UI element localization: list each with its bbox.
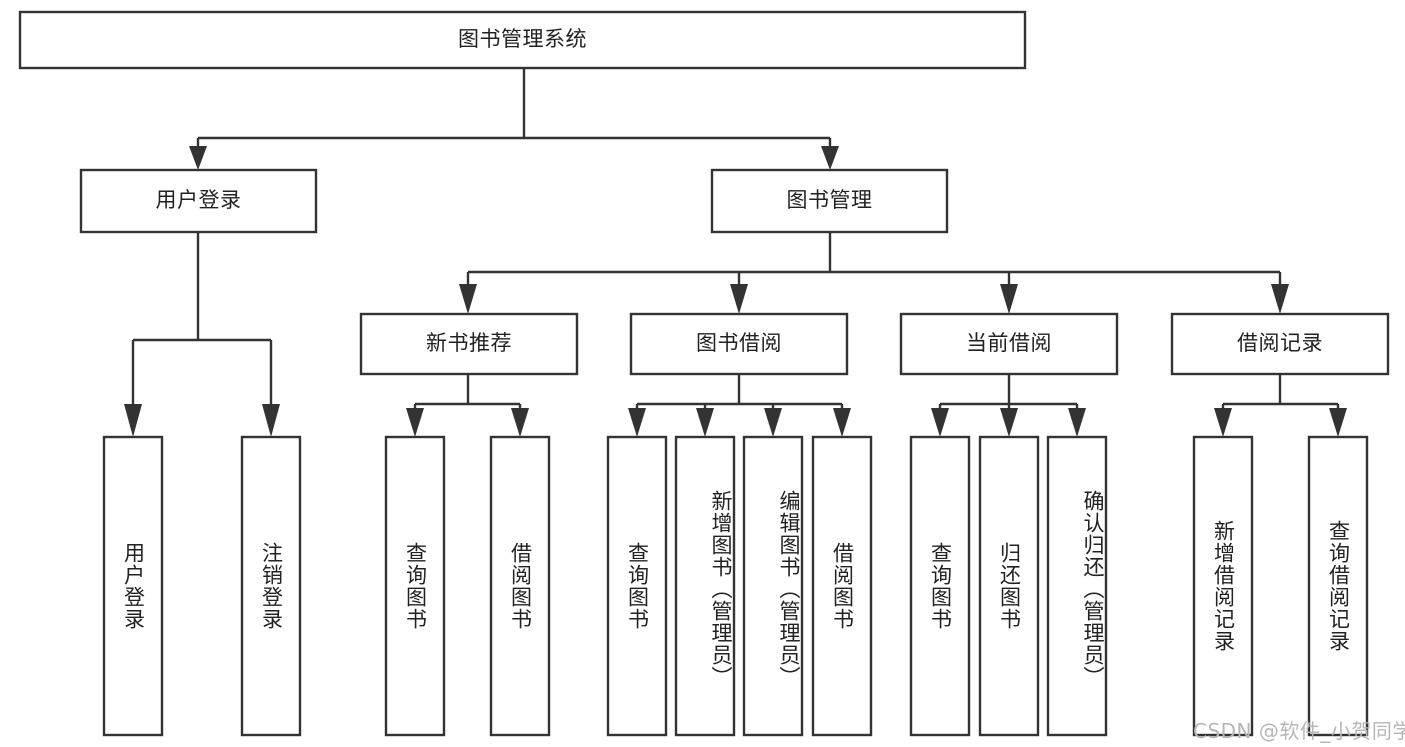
leaf-box-query-record[interactable]	[1307, 435, 1369, 737]
leaf-box-edit-book[interactable]	[742, 435, 804, 737]
leaf-box-query-book-2[interactable]	[606, 435, 668, 737]
arrow-to-leaf-return-book	[1000, 408, 1018, 437]
leaf-box-confirm-return[interactable]	[1046, 435, 1108, 737]
leaf-box-add-record[interactable]	[1192, 435, 1254, 737]
node-new-book-rec-box[interactable]	[359, 312, 579, 376]
arrow-to-leaf-user-login	[124, 404, 142, 437]
arrow-to-leaf-query-book-1	[406, 408, 424, 437]
node-current-borrow-box[interactable]	[899, 312, 1119, 376]
arrow-to-leaf-borrow-book-2	[833, 408, 851, 437]
arrow-to-current-borrow	[1000, 284, 1018, 314]
node-user-login-box[interactable]	[79, 168, 318, 234]
arrow-to-leaf-logout	[262, 404, 280, 437]
arrow-to-leaf-query-record	[1329, 408, 1347, 437]
arrow-to-user-login	[189, 146, 207, 170]
leaf-box-add-book[interactable]	[674, 435, 736, 737]
leaf-box-user-login[interactable]	[102, 435, 164, 737]
arrow-to-book-manage	[821, 146, 839, 170]
arrow-to-leaf-add-record	[1214, 408, 1232, 437]
arrow-to-borrow-record	[1271, 284, 1289, 314]
arrow-to-leaf-edit-book	[764, 408, 782, 437]
leaf-box-return-book[interactable]	[978, 435, 1040, 737]
leaf-box-borrow-book-2[interactable]	[811, 435, 873, 737]
arrow-to-new-book-rec	[459, 284, 477, 314]
node-book-manage-box[interactable]	[710, 168, 949, 234]
leaf-box-query-book-1[interactable]	[384, 435, 446, 737]
arrow-to-leaf-query-book-2	[628, 408, 646, 437]
leaf-box-query-book-3[interactable]	[909, 435, 971, 737]
arrow-to-book-borrow	[730, 284, 748, 314]
arrow-to-leaf-borrow-book-1	[511, 408, 529, 437]
leaf-box-borrow-book-1[interactable]	[489, 435, 551, 737]
node-root-box[interactable]	[18, 10, 1027, 70]
node-borrow-record-box[interactable]	[1170, 312, 1390, 376]
arrow-to-leaf-add-book	[696, 408, 714, 437]
arrow-to-leaf-confirm-return	[1068, 408, 1086, 437]
arrow-to-leaf-query-book-3	[931, 408, 949, 437]
leaf-box-logout[interactable]	[240, 435, 302, 737]
node-book-borrow-box[interactable]	[629, 312, 849, 376]
